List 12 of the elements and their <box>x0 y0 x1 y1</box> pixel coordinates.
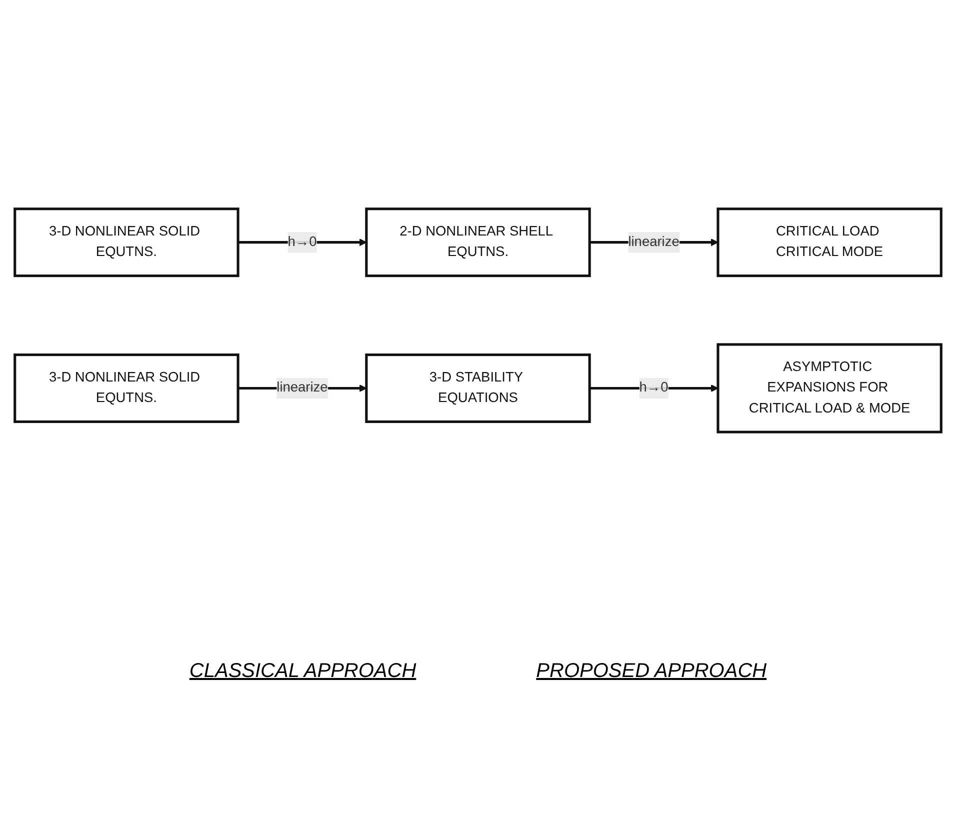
node-box: 3-D NONLINEAR SOLID EQUTNS. <box>14 353 240 423</box>
node-box: 3-D NONLINEAR SOLID EQUTNS. <box>14 207 240 277</box>
approach-caption: CLASSICAL APPROACH <box>189 660 416 683</box>
node-box: 3-D STABILITY EQUATIONS <box>365 353 591 423</box>
edge-label: h→0 <box>288 234 317 249</box>
edge-label: linearize <box>628 234 680 249</box>
node-box: ASYMPTOTIC EXPANSIONS FOR CRITICAL LOAD & MODE <box>716 342 942 433</box>
node-box: 2-D NONLINEAR SHELL EQUTNS. <box>365 207 591 277</box>
edge-label: linearize <box>276 380 328 395</box>
approach-caption: PROPOSED APPROACH <box>536 660 767 683</box>
node-box: CRITICAL LOAD CRITICAL MODE <box>716 207 942 277</box>
edge-label: h→0 <box>639 380 668 395</box>
